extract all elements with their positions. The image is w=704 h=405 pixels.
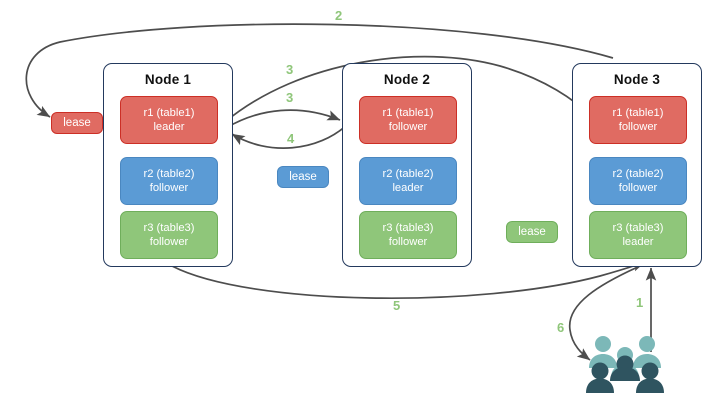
- lease-pill-red[interactable]: lease: [51, 112, 103, 134]
- replica-name: r2 (table2): [612, 168, 664, 180]
- replica-role: follower: [149, 182, 189, 194]
- step-label-3a: 3: [286, 62, 294, 77]
- user-body-front-center: [610, 367, 640, 381]
- step-label-6: 6: [557, 320, 565, 335]
- node-title-2: Node 2: [383, 72, 431, 87]
- replica-role: leader: [392, 182, 424, 194]
- replica-name: r2 (table2): [382, 168, 434, 180]
- step-label-1: 1: [636, 295, 644, 310]
- user-head-front-left: [591, 362, 609, 380]
- lease-pill-green[interactable]: lease: [506, 221, 558, 243]
- step-label-5: 5: [393, 298, 401, 313]
- replica-role: follower: [149, 236, 189, 248]
- arrow-step-6: [568, 265, 641, 361]
- node-title-3: Node 3: [613, 72, 661, 87]
- user-head-front-right: [641, 362, 659, 380]
- replica-node1-r3[interactable]: r3 (table3) follower: [120, 211, 218, 259]
- replica-name: r3 (table3): [382, 222, 434, 234]
- replica-node3-r1[interactable]: r1 (table1) follower: [589, 96, 687, 144]
- node-container-2[interactable]: Node 2 r1 (table1) follower r2 (table2) …: [342, 63, 472, 267]
- replica-name: r2 (table2): [143, 168, 195, 180]
- replica-role: follower: [388, 121, 428, 133]
- users-group-icon: [586, 336, 664, 393]
- lease-label: lease: [63, 117, 91, 129]
- replica-name: r1 (table1): [143, 107, 195, 119]
- replica-name: r1 (table1): [612, 107, 664, 119]
- replica-name: r3 (table3): [612, 222, 664, 234]
- replica-node1-r1[interactable]: r1 (table1) leader: [120, 96, 218, 144]
- lease-pill-blue[interactable]: lease: [277, 166, 329, 188]
- step-label-3b: 3: [286, 90, 294, 105]
- step-label-2: 2: [335, 8, 343, 23]
- replica-node2-r2[interactable]: r2 (table2) leader: [359, 157, 457, 205]
- arrow-step-5: [171, 261, 646, 300]
- replica-name: r1 (table1): [382, 107, 434, 119]
- arrow-step-2: [25, 23, 614, 118]
- lease-label: lease: [289, 171, 317, 183]
- replica-role: leader: [153, 121, 185, 133]
- user-head-back-right: [639, 336, 655, 352]
- replica-node1-r2[interactable]: r2 (table2) follower: [120, 157, 218, 205]
- lease-label: lease: [518, 226, 546, 238]
- replica-role: follower: [618, 182, 658, 194]
- arrow-step-3-long: [224, 55, 593, 123]
- arrow-step-3-short: [225, 109, 341, 129]
- node-container-3[interactable]: Node 3 r1 (table1) follower r2 (table2) …: [572, 63, 702, 267]
- user-body-front-right: [636, 378, 664, 393]
- replica-node3-r3[interactable]: r3 (table3) leader: [589, 211, 687, 259]
- step-label-4: 4: [287, 131, 295, 146]
- replica-node2-r1[interactable]: r1 (table1) follower: [359, 96, 457, 144]
- replica-role: follower: [618, 121, 658, 133]
- replica-node2-r3[interactable]: r3 (table3) follower: [359, 211, 457, 259]
- node-title-1: Node 1: [144, 72, 192, 87]
- replica-node3-r2[interactable]: r2 (table2) follower: [589, 157, 687, 205]
- replica-name: r3 (table3): [143, 222, 195, 234]
- node-container-1[interactable]: Node 1 r1 (table1) leader r2 (table2) fo…: [103, 63, 233, 267]
- replica-role: follower: [388, 236, 428, 248]
- replica-role: leader: [622, 236, 654, 248]
- user-head-back-left: [595, 336, 611, 352]
- arrow-step-4: [231, 123, 349, 149]
- user-body-front-left: [586, 378, 614, 393]
